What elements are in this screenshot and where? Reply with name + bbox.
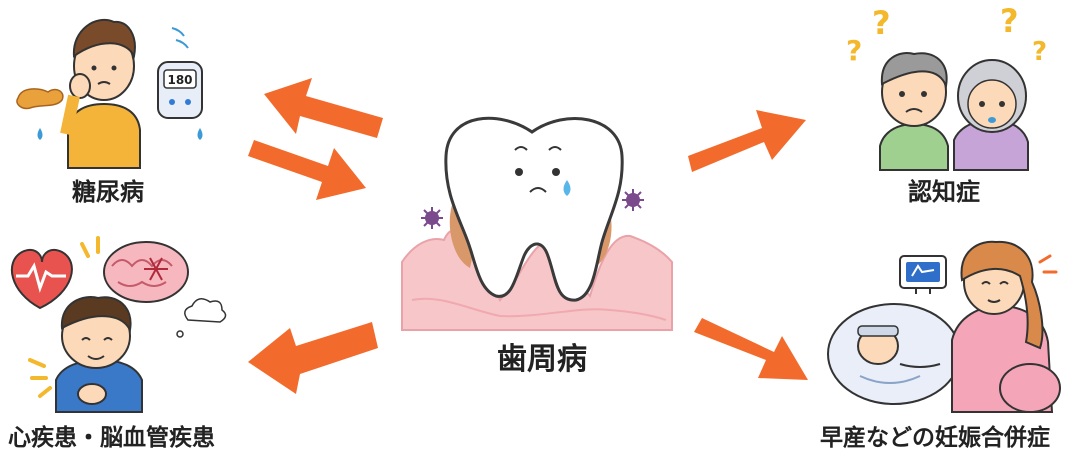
arrow-to-diabetes [264, 78, 383, 138]
question-mark-1: ? [846, 34, 862, 67]
periodontal-disease-label: 歯周病 [497, 334, 587, 378]
glucose-reading: 180 [167, 73, 192, 87]
arrow-to-pregnancy [694, 318, 808, 380]
heart-brain-disease-label: 心疾患・脳血管疾患 [8, 418, 215, 452]
dementia-illustration: ? ? ? ? [846, 2, 1047, 170]
arrow-from-diabetes [248, 140, 366, 200]
arrow-to-dementia [688, 110, 806, 172]
periodontal-tooth-illustration [402, 118, 672, 330]
pregnancy-illustration [828, 242, 1060, 412]
pancreas-icon [17, 89, 63, 108]
arrow-to-heart-brain [248, 322, 378, 394]
germ-right-icon [622, 189, 644, 211]
monitor-icon [900, 256, 946, 294]
dementia-label: 認知症 [908, 172, 980, 207]
glucose-meter-icon: 180 [158, 62, 202, 118]
pregnancy-complications-label: 早産などの妊娠合併症 [820, 418, 1050, 452]
diabetes-label: 糖尿病 [72, 172, 144, 207]
question-mark-4: ? [1032, 37, 1047, 67]
brain-icon [104, 242, 188, 302]
germ-left-icon [421, 207, 443, 229]
heart-brain-illustration [12, 238, 226, 412]
diabetes-illustration: 180 [17, 20, 203, 168]
question-mark-2: ? [872, 4, 891, 42]
question-mark-3: ? [1000, 2, 1019, 40]
